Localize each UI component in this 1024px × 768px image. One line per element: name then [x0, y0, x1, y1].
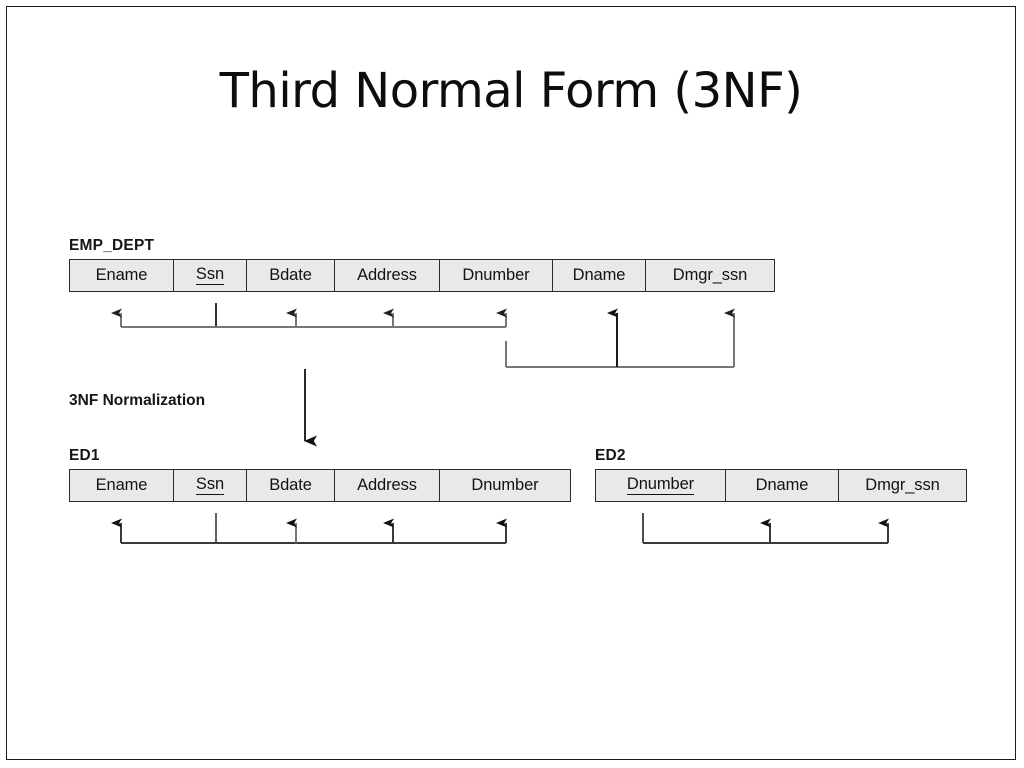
dependency-diagram-ed2 [595, 513, 975, 557]
attribute-label: Address [357, 476, 417, 494]
attribute-cell-dmgr-ssn[interactable]: Dmgr_ssn [646, 260, 774, 291]
relation-name-ed1: ED1 [69, 447, 100, 464]
attribute-cell-dnumber[interactable]: Dnumber [440, 260, 553, 291]
attribute-cell-ed1-dnumber[interactable]: Dnumber [440, 470, 570, 501]
attribute-label: Dmgr_ssn [865, 476, 940, 494]
attribute-cell-ed1-ssn[interactable]: Ssn [174, 470, 247, 501]
relation-name-emp-dept: EMP_DEPT [69, 237, 155, 254]
attribute-label-key: Ssn [195, 265, 225, 285]
attribute-label: Ename [95, 266, 148, 284]
attribute-label: Bdate [269, 266, 312, 284]
relation-emp-dept: EMP_DEPT Ename Ssn Bdate Address Dnumber [69, 237, 775, 292]
attribute-row-ed1: Ename Ssn Bdate Address Dnumber [69, 469, 571, 502]
attribute-cell-ssn[interactable]: Ssn [174, 260, 247, 291]
page-title: Third Normal Form (3NF) [219, 63, 803, 119]
attribute-row-ed2: Dnumber Dname Dmgr_ssn [595, 469, 967, 502]
attribute-cell-ed1-bdate[interactable]: Bdate [247, 470, 335, 501]
normalization-step-arrow [285, 369, 325, 460]
dependency-diagram-emp-dept [69, 303, 809, 375]
attribute-cell-ed2-dnumber[interactable]: Dnumber [596, 470, 726, 501]
attribute-label: Dmgr_ssn [672, 266, 748, 284]
attribute-label: Dname [572, 266, 626, 284]
attribute-label: Ename [95, 476, 148, 494]
relation-ed1: ED1 Ename Ssn Bdate Address Dnumber [69, 447, 571, 502]
attribute-cell-ed2-dname[interactable]: Dname [726, 470, 839, 501]
attribute-label: Dnumber [462, 266, 530, 284]
attribute-cell-address[interactable]: Address [335, 260, 440, 291]
attribute-cell-ed2-dmgr-ssn[interactable]: Dmgr_ssn [839, 470, 966, 501]
relation-name-ed2: ED2 [595, 447, 626, 464]
dependency-diagram-ed1 [69, 513, 589, 557]
attribute-cell-ename[interactable]: Ename [70, 260, 174, 291]
attribute-cell-bdate[interactable]: Bdate [247, 260, 335, 291]
relation-ed2: ED2 Dnumber Dname Dmgr_ssn [595, 447, 967, 502]
attribute-label-key: Ssn [195, 475, 225, 495]
attribute-label: Dname [755, 476, 809, 494]
step-label-3nf-normalization: 3NF Normalization [69, 392, 206, 409]
slide-canvas: Third Normal Form (3NF) EMP_DEPT Ename S… [6, 6, 1016, 760]
attribute-cell-ed1-ename[interactable]: Ename [70, 470, 174, 501]
attribute-cell-dname[interactable]: Dname [553, 260, 646, 291]
attribute-label: Address [357, 266, 417, 284]
attribute-label: Bdate [269, 476, 312, 494]
attribute-cell-ed1-address[interactable]: Address [335, 470, 440, 501]
normalization-figure: EMP_DEPT Ename Ssn Bdate Address Dnumber [7, 7, 1017, 761]
attribute-row-emp-dept: Ename Ssn Bdate Address Dnumber Dname [69, 259, 775, 292]
attribute-label: Dnumber [471, 476, 539, 494]
attribute-label-key: Dnumber [626, 475, 695, 495]
